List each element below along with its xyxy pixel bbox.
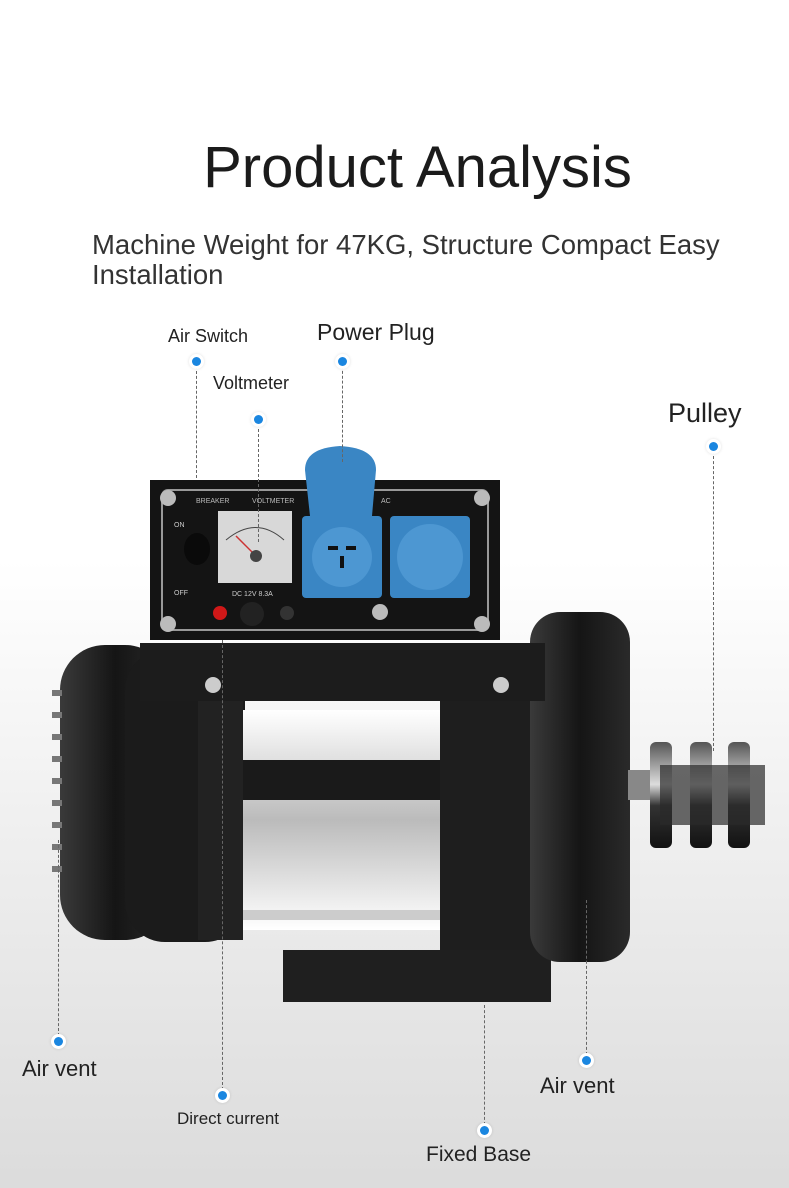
fixed-base-label: Fixed Base	[426, 1143, 532, 1166]
voltmeter-line	[258, 424, 259, 542]
air-switch-dot	[192, 357, 201, 366]
page-subtitle: Machine Weight for 47KG, Structure Compa…	[92, 229, 720, 290]
direct-current-dot	[218, 1091, 227, 1100]
power-plug-label: Power Plug	[317, 319, 435, 345]
air-vent-left-dot	[54, 1037, 63, 1046]
voltmeter-label: Voltmeter	[213, 373, 290, 393]
direct-current-line	[222, 640, 223, 1090]
air-switch-label: Air Switch	[168, 326, 249, 346]
voltmeter-gauge	[218, 511, 292, 583]
socket-cover	[305, 446, 376, 516]
panel-voltmeter-label: VOLTMETER	[252, 498, 294, 505]
pulley	[650, 742, 765, 848]
air-vent-left-line	[58, 840, 59, 1036]
fixed-base-dot	[480, 1126, 489, 1135]
air-switch-line	[196, 366, 197, 478]
fixed-base-line	[484, 1005, 485, 1125]
pulley-label: Pulley	[668, 398, 742, 428]
pulley-dot	[709, 442, 718, 451]
air-vent-right-line	[586, 900, 587, 1055]
air-vent-right-dot	[582, 1056, 591, 1065]
fixed-base	[283, 950, 551, 1002]
panel-on-label: ON	[174, 522, 185, 529]
pulley-line	[713, 451, 714, 751]
power-plug-line	[342, 366, 343, 462]
panel-breaker-label: BREAKER	[196, 498, 229, 505]
air-vent-right-label: Air vent	[540, 1073, 615, 1098]
right-end-cap	[530, 612, 630, 962]
mounting-plate	[140, 643, 545, 701]
power-plug-dot	[338, 357, 347, 366]
air-switch	[184, 533, 210, 565]
air-vent-left-label: Air vent	[22, 1056, 97, 1081]
panel-dc-rating: DC 12V 8.3A	[232, 591, 273, 598]
panel-ac-label: AC	[381, 498, 391, 505]
panel-off-label: OFF	[174, 590, 188, 597]
page-title: Product Analysis	[203, 135, 632, 200]
direct-current-label: Direct current	[177, 1109, 280, 1128]
voltmeter-dot	[254, 415, 263, 424]
stator-housing	[238, 710, 448, 930]
